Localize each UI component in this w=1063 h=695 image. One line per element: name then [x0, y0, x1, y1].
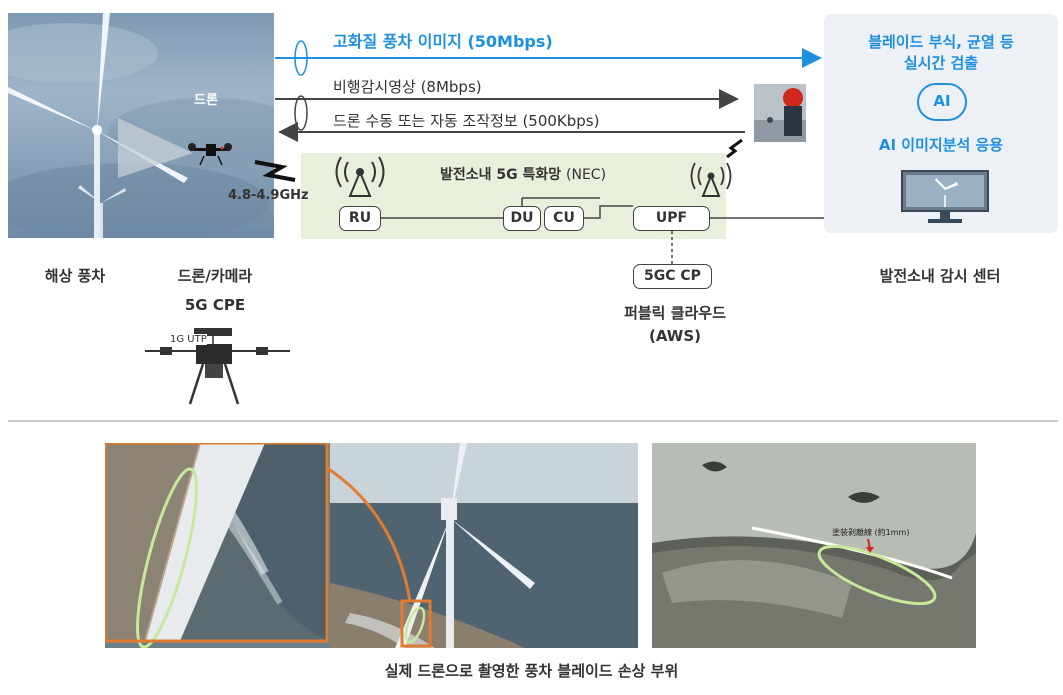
node-upf: UPF	[633, 206, 710, 231]
bottom-caption: 실제 드론으로 촬영한 풍차 블레이드 손상 부위	[384, 662, 679, 680]
drone-icon	[188, 143, 232, 166]
wireless-link-icon-right	[726, 138, 743, 159]
drone-photo-label: 드론	[194, 93, 218, 108]
hq-image-label: 고화질 풍차 이미지 (50Mbps)	[333, 32, 553, 51]
upf-antenna-icon	[690, 162, 732, 197]
blade-annotation: 塗装剥離線 (約1mm)	[832, 527, 909, 537]
offshore-turbine-photo: 드론	[8, 13, 274, 238]
frequency-label: 4.8-4.9GHz	[228, 188, 309, 203]
ai-app-label: AI 이미지분석 응용	[878, 136, 1004, 154]
blade-closeup-composite	[105, 443, 638, 648]
caption-public-cloud: 퍼블릭 클라우드	[624, 304, 726, 322]
detect-line-2: 실시간 검출	[903, 54, 979, 72]
node-du: DU	[503, 206, 541, 231]
caption-turbine: 해상 풍차	[44, 267, 106, 285]
flight-video-arrow	[275, 89, 739, 131]
utp-label: 1G UTP	[170, 334, 207, 345]
ai-bubble-icon: AI	[917, 83, 967, 121]
monitor-icon	[901, 170, 989, 223]
network-title-text: 발전소내 5G 특화망	[440, 167, 562, 183]
node-ru: RU	[339, 206, 381, 231]
network-vendor: (NEC)	[566, 167, 607, 183]
wireless-link-icon	[254, 160, 296, 182]
node-5gc-cp: 5GC CP	[633, 264, 712, 289]
caption-drone-camera: 드론/카메라	[177, 267, 253, 285]
flight-video-label: 비행감시영상 (8Mbps)	[333, 78, 482, 96]
detect-line-1: 블레이드 부식, 균열 등	[868, 33, 1014, 51]
turbine-illustration	[8, 13, 274, 238]
hq-image-arrow	[275, 40, 822, 76]
caption-monitoring-center: 발전소내 감시 센터	[879, 267, 1001, 285]
diagram-connections	[145, 40, 989, 405]
node-cu: CU	[544, 206, 584, 231]
section-divider	[8, 420, 1058, 422]
operator-photo	[754, 84, 806, 142]
blade-damage-photo-1	[105, 443, 638, 648]
caption-5g-cpe: 5G CPE	[184, 296, 246, 314]
ru-antenna-icon	[335, 156, 385, 197]
cpe-drone-icon	[145, 328, 290, 405]
control-info-label: 드론 수동 또는 자동 조작정보 (500Kbps)	[333, 112, 600, 130]
caption-aws: (AWS)	[649, 327, 701, 345]
network-title: 발전소내 5G 특화망 (NEC)	[440, 164, 606, 184]
blade-damage-photo-2: 塗装剥離線 (約1mm)	[652, 443, 976, 648]
blade-edge-closeup: 塗装剥離線 (約1mm)	[652, 443, 976, 648]
